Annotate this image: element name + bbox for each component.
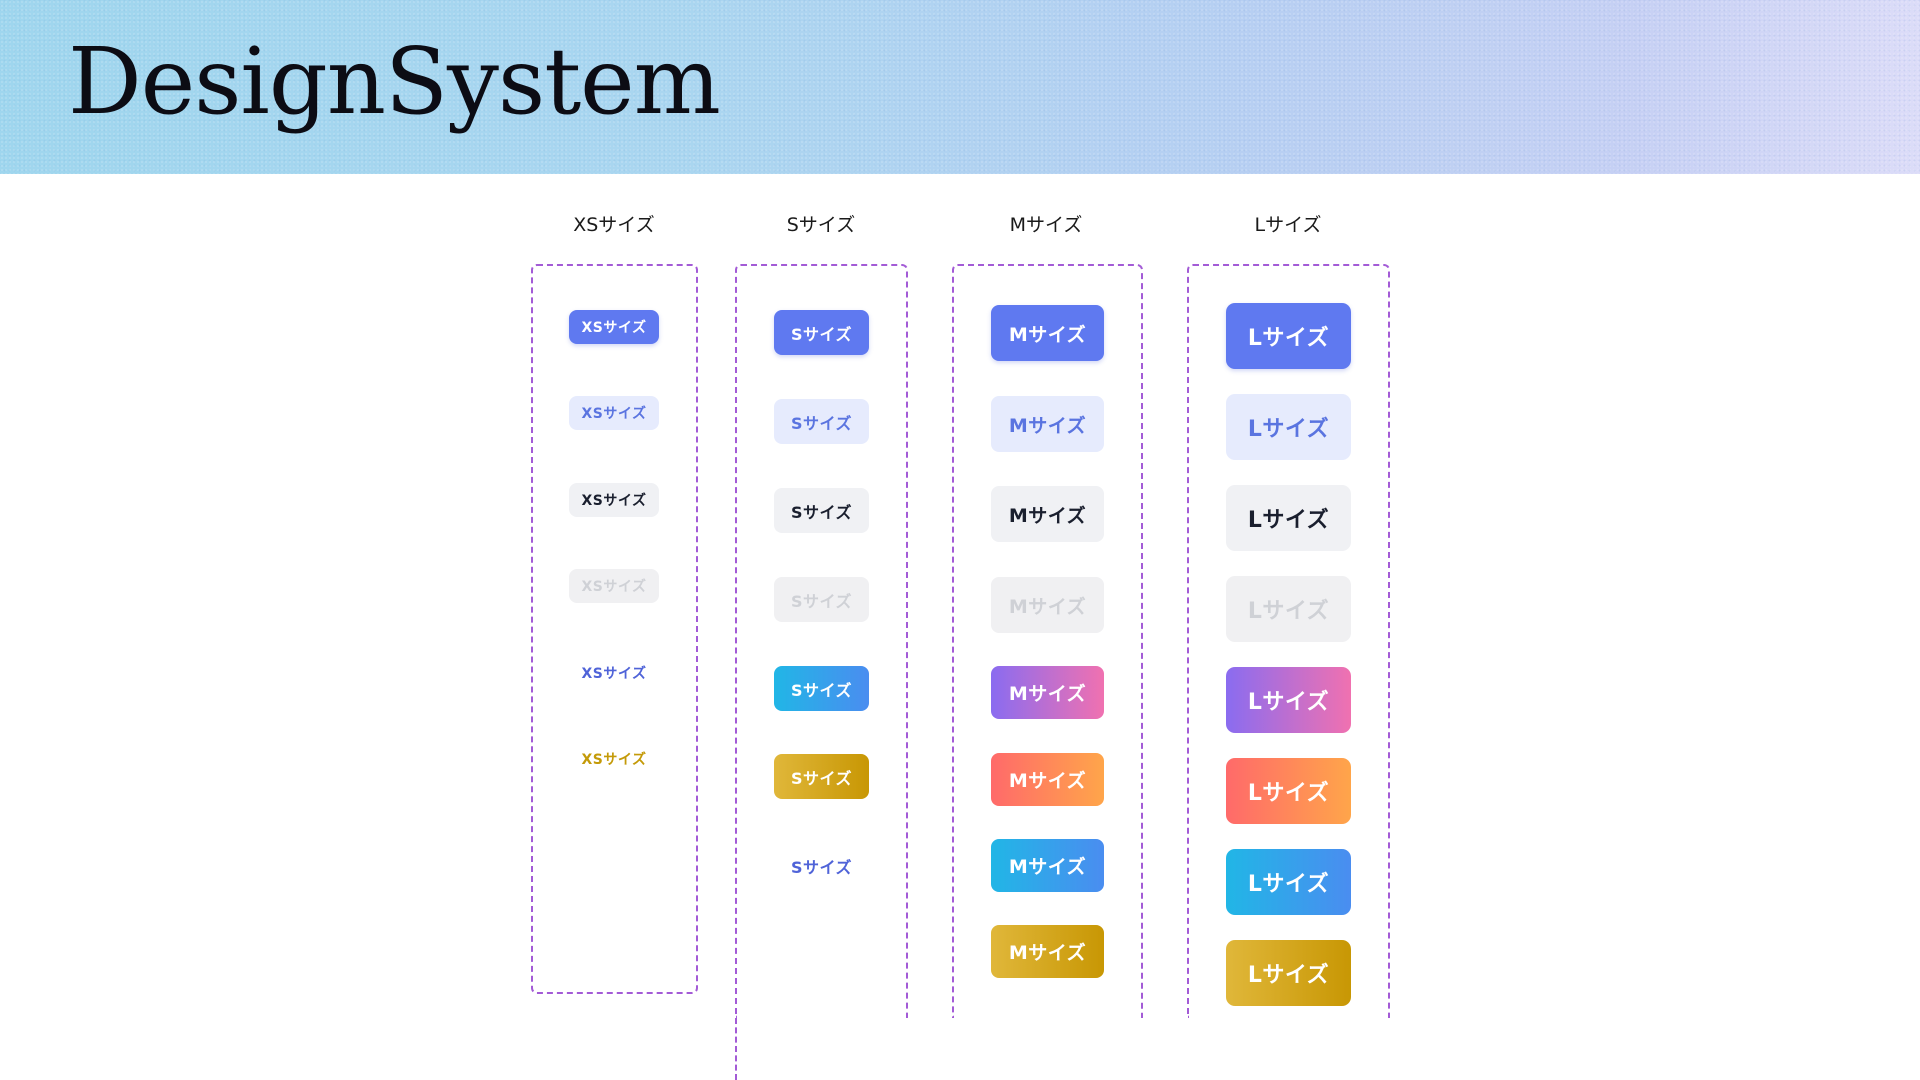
xs-button-neutral[interactable]: XSサイズ [569, 483, 659, 517]
column-frame-xs [531, 264, 698, 994]
m-button-soft[interactable]: Mサイズ [991, 396, 1104, 452]
xs-button-disabled: XSサイズ [569, 569, 659, 603]
s-button-neutral[interactable]: Sサイズ [774, 488, 869, 533]
s-button-gradient-gold[interactable]: Sサイズ [774, 754, 869, 799]
header-banner: DesignSystem [0, 0, 1920, 174]
l-button-soft[interactable]: Lサイズ [1226, 394, 1351, 460]
l-button-gradient-cyan[interactable]: Lサイズ [1226, 849, 1351, 915]
m-button-gradient-purple[interactable]: Mサイズ [991, 666, 1104, 719]
m-button-disabled: Mサイズ [991, 577, 1104, 633]
s-button-ghost[interactable]: Sサイズ [774, 843, 869, 888]
xs-button-ghost[interactable]: XSサイズ [569, 656, 659, 690]
l-button-neutral[interactable]: Lサイズ [1226, 485, 1351, 551]
m-button-primary[interactable]: Mサイズ [991, 305, 1104, 361]
xs-button-soft[interactable]: XSサイズ [569, 396, 659, 430]
l-button-gradient-purple[interactable]: Lサイズ [1226, 667, 1351, 733]
column-frame-l [1187, 264, 1390, 1018]
column-title-m: Mサイズ [1009, 214, 1083, 236]
s-button-primary[interactable]: Sサイズ [774, 310, 869, 355]
column-frame-m [952, 264, 1143, 1018]
s-button-disabled: Sサイズ [774, 577, 869, 622]
m-button-gradient-gold[interactable]: Mサイズ [991, 925, 1104, 978]
s-button-soft[interactable]: Sサイズ [774, 399, 869, 444]
column-title-xs: XSサイズ [573, 214, 655, 236]
l-button-disabled: Lサイズ [1226, 576, 1351, 642]
s-button-gradient-cyan[interactable]: Sサイズ [774, 666, 869, 711]
column-title-l: Lサイズ [1254, 214, 1322, 236]
m-button-neutral[interactable]: Mサイズ [991, 486, 1104, 542]
column-frame-s-overflow [735, 1018, 737, 1080]
page-title: DesignSystem [68, 28, 721, 135]
m-button-gradient-cyan[interactable]: Mサイズ [991, 839, 1104, 892]
column-title-s: Sサイズ [786, 214, 856, 236]
l-button-gradient-orange[interactable]: Lサイズ [1226, 758, 1351, 824]
l-button-gradient-gold[interactable]: Lサイズ [1226, 940, 1351, 1006]
xs-button-ghost-gold[interactable]: XSサイズ [569, 742, 659, 776]
column-frame-s [735, 264, 908, 1018]
xs-button-primary[interactable]: XSサイズ [569, 310, 659, 344]
m-button-gradient-orange[interactable]: Mサイズ [991, 753, 1104, 806]
l-button-primary[interactable]: Lサイズ [1226, 303, 1351, 369]
